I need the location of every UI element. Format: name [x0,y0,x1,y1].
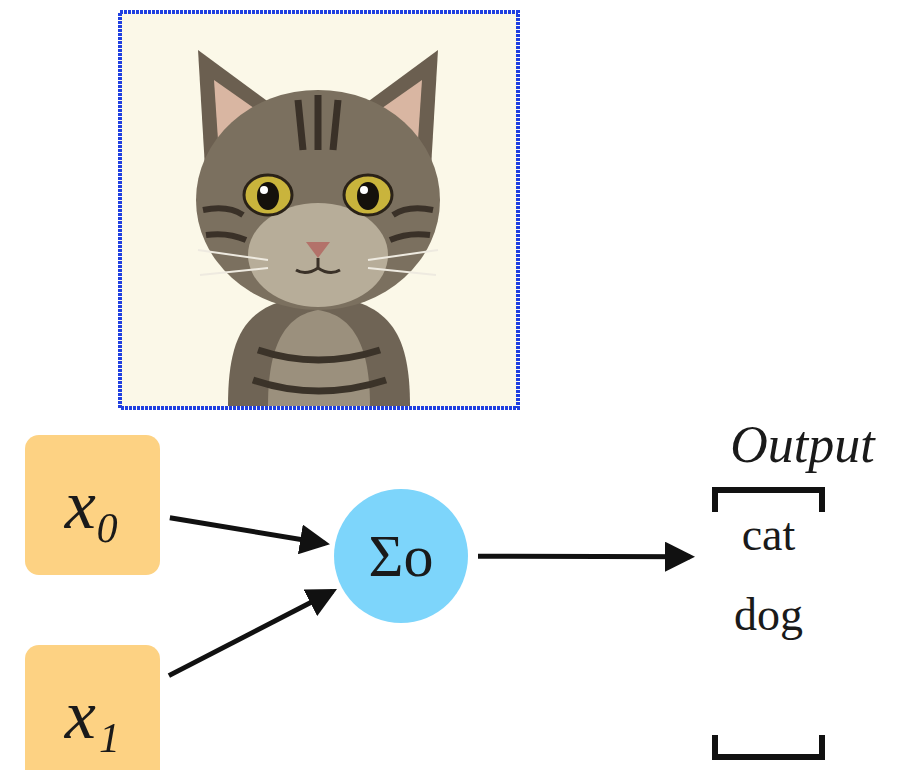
arrow-connector [169,591,333,675]
output-vector: Output cat dog [700,405,905,767]
class-label: cat [715,507,822,563]
output-heading: Output [700,410,905,480]
arrow-connector [478,554,690,560]
input-box: x₀ [25,435,160,575]
class-label: dog [715,587,822,643]
arrow-connector [170,518,325,544]
input-label: x₀ [65,465,120,545]
input-box: x₁ [25,645,160,770]
neuron-label: Σo [369,522,434,591]
input-label: x₁ [65,675,120,755]
sum-neuron: Σo [334,489,468,623]
